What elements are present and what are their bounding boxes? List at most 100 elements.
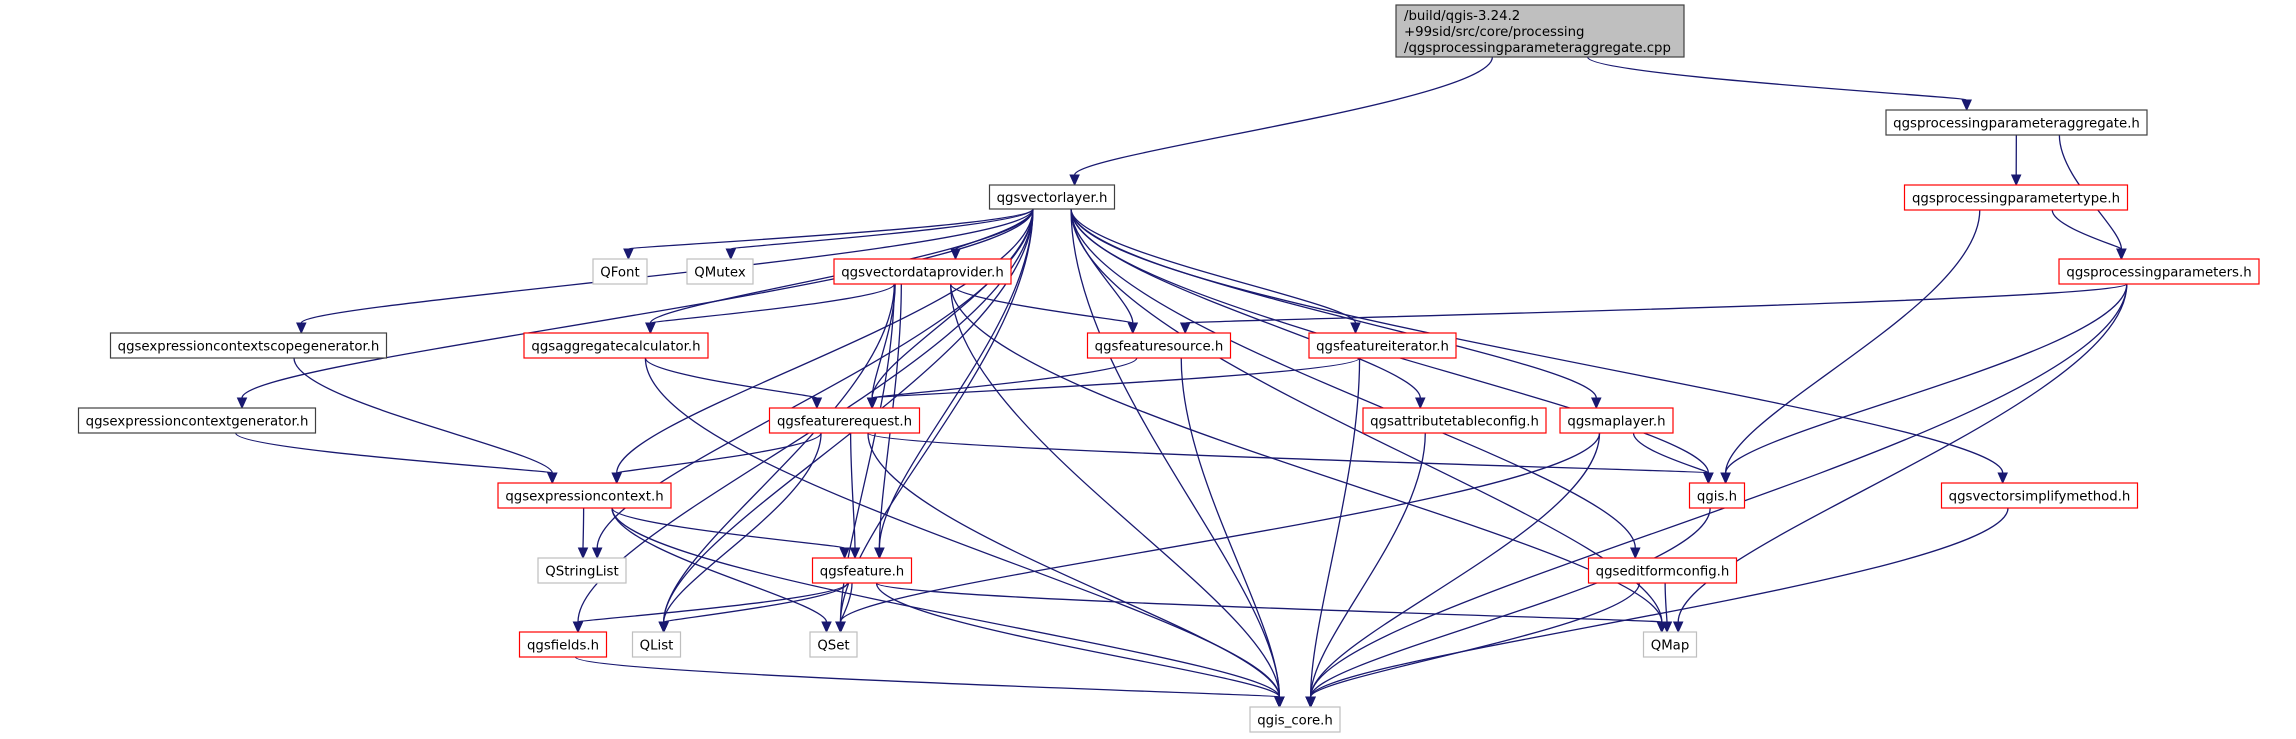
node-qgsmaplayer[interactable]: qgsmaplayer.h [1559, 407, 1674, 434]
edge-qgseditformconfig-to-qgis_core [1305, 582, 1641, 709]
node-box [2058, 258, 2260, 285]
edge-line [867, 432, 1710, 474]
node-qgsprocessingparameters[interactable]: qgsprocessingparameters.h [2058, 258, 2260, 285]
edge-line [1180, 357, 1281, 698]
arrowhead-icon [1997, 472, 2008, 485]
edge-line [611, 507, 1281, 698]
edge-qgsprocessingparameters-to-qgsfeaturesource [1179, 283, 2128, 335]
node-qgsvectorlayer[interactable]: qgsvectorlayer.h [988, 184, 1116, 210]
edge-line [849, 432, 856, 549]
edge-line [241, 208, 1034, 399]
arrowhead-icon [874, 547, 885, 560]
edge-line [577, 582, 849, 623]
node-qgsfeaturesource[interactable]: qgsfeaturesource.h [1086, 332, 1232, 359]
node-root[interactable]: /build/qgis-3.24.2+99sid/src/core/proces… [1395, 4, 1685, 58]
edge-qgsfeature-to-qgsfields [572, 582, 849, 634]
node-box [497, 482, 672, 509]
edge-line [1309, 582, 1641, 698]
arrowhead-icon [1630, 547, 1641, 560]
node-box [523, 332, 709, 359]
edge-line [574, 656, 1281, 698]
nodes-layer: /build/qgis-3.24.2+99sid/src/core/proces… [77, 4, 2260, 733]
node-qgsattributetableconfig[interactable]: qgsattributetableconfig.h [1362, 407, 1547, 434]
node-qfont: QFont [592, 258, 648, 285]
edge-line [1309, 357, 1361, 698]
node-qgsfeature[interactable]: qgsfeature.h [811, 557, 913, 584]
node-qgsexpressioncontextscopegenerator[interactable]: qgsexpressioncontextscopegenerator.h [109, 332, 388, 359]
node-qgseditformconfig[interactable]: qgseditformconfig.h [1587, 557, 1738, 584]
edge-line [644, 357, 1281, 698]
arrowhead-icon [645, 322, 656, 335]
arrowhead-icon [296, 322, 307, 335]
arrowhead-icon [1720, 472, 1731, 485]
node-box [1308, 332, 1457, 359]
edges-layer [235, 56, 2128, 709]
arrowhead-icon [1350, 322, 1361, 335]
edge-line [1073, 56, 1494, 176]
node-qgsexpressioncontext[interactable]: qgsexpressioncontext.h [497, 482, 672, 509]
node-label: +99sid/src/core/processing [1404, 25, 1584, 40]
node-qgsfeatureiterator[interactable]: qgsfeatureiterator.h [1308, 332, 1457, 359]
edge-line [1070, 208, 1357, 324]
edge-qgsexpressioncontextscopegenerator-to-qgsexpressioncontext [293, 357, 558, 485]
edge-line [582, 507, 585, 549]
edge-line [950, 283, 1134, 324]
node-label: qgsfeaturesource.h [1095, 340, 1224, 355]
node-qgsvectordataprovider[interactable]: qgsvectordataprovider.h [833, 258, 1012, 285]
edge-qgsvectorlayer-to-qgsfeaturerequest [866, 208, 1034, 410]
edge-line [649, 283, 895, 324]
arrowhead-icon [821, 621, 832, 634]
edge-qgsfeature-to-qmap [875, 582, 1668, 634]
arrowhead-icon [1415, 397, 1426, 410]
edge-qgsfields-to-qgis_core [574, 656, 1285, 709]
arrowhead-icon [725, 248, 737, 261]
arrowhead-icon [2116, 248, 2127, 261]
arrowhead-icon [236, 397, 248, 410]
node-label: /build/qgis-3.24.2 [1404, 9, 1520, 24]
node-qgsprocessingparametertype[interactable]: qgsprocessingparametertype.h [1903, 184, 2129, 211]
node-box [1559, 407, 1674, 434]
node-label: qgsaggregatecalculator.h [531, 340, 700, 355]
node-box [1903, 184, 2129, 211]
edge-qgsexpressioncontext-to-qstringlist [577, 507, 589, 560]
node-label: qgis_core.h [1257, 714, 1333, 729]
edge-line [839, 582, 853, 623]
arrowhead-icon [591, 547, 603, 560]
arrowhead-icon [1591, 397, 1602, 410]
node-box [1249, 706, 1341, 733]
edge-line [616, 432, 822, 474]
node-box [988, 184, 1116, 210]
node-qgsprocessingparameteraggregate[interactable]: qgsprocessingparameteraggregate.h [1885, 109, 2148, 136]
edge-qgsfeatureiterator-to-qgsfeaturerequest [866, 357, 1361, 410]
edge-line [1070, 208, 1597, 399]
node-label: qgis.h [1697, 490, 1737, 505]
edge-line [730, 208, 1034, 250]
arrowhead-icon [1672, 621, 1684, 634]
node-qgsfeaturerequest[interactable]: qgsfeaturerequest.h [768, 407, 921, 434]
edge-line [950, 283, 1663, 623]
node-qlist: QList [631, 631, 682, 658]
node-box [631, 631, 682, 658]
node-qgsexpressioncontextgenerator[interactable]: qgsexpressioncontextgenerator.h [77, 407, 317, 434]
node-label: qgsfeatureiterator.h [1316, 340, 1449, 355]
node-label: qgsvectordataprovider.h [841, 266, 1004, 281]
arrowhead-icon [623, 248, 634, 261]
edge-qgsvectorlayer-to-qgsattributetableconfig [1070, 208, 1426, 410]
arrowhead-icon [1703, 472, 1714, 485]
edge-qgsvectorlayer-to-qgis_core [1070, 208, 1285, 709]
node-box [809, 631, 858, 658]
edge-root-to-qgsvectorlayer [1069, 56, 1494, 187]
edge-line [871, 283, 896, 399]
node-qgis[interactable]: qgis.h [1688, 482, 1746, 509]
node-qgsvectorsimplifymethod[interactable]: qgsvectorsimplifymethod.h [1940, 482, 2139, 509]
edge-qgsfeature-to-qset [835, 582, 853, 634]
node-box [1688, 482, 1746, 509]
node-label: QStringList [545, 565, 618, 580]
node-qgis-core: qgis_core.h [1249, 706, 1341, 733]
edge-qgsvectorlayer-to-qgsfeatureiterator [1070, 208, 1361, 335]
arrowhead-icon [1069, 174, 1080, 187]
arrowhead-icon [866, 397, 878, 410]
node-qgsfields[interactable]: qgsfields.h [518, 631, 608, 658]
node-label: QFont [600, 266, 639, 281]
node-qgsaggregatecalculator[interactable]: qgsaggregatecalculator.h [523, 332, 709, 359]
